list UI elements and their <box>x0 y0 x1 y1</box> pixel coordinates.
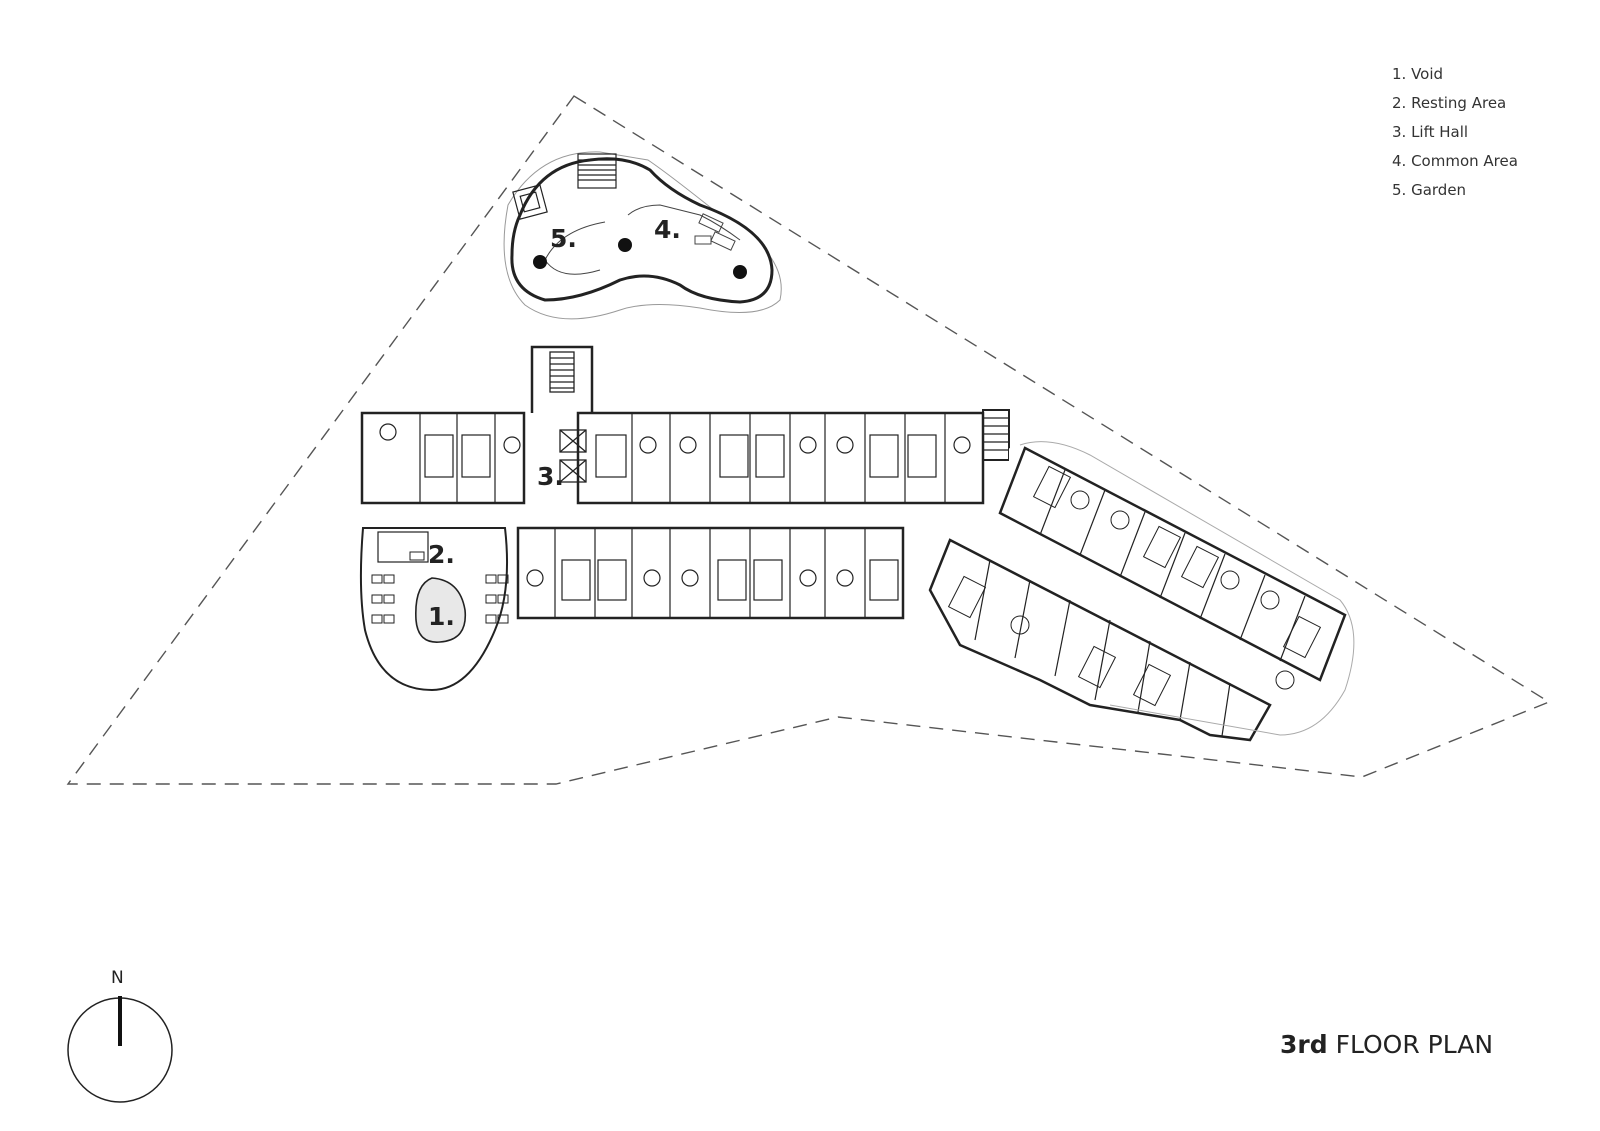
plan-title-text: FLOOR PLAN <box>1327 1030 1494 1059</box>
lift-cars <box>559 429 587 483</box>
pavilion-columns <box>533 238 747 279</box>
main-stair <box>530 345 594 413</box>
legend-item: 1. Void <box>1392 65 1444 83</box>
plan-title: 3rd FLOOR PLAN <box>1280 1030 1493 1059</box>
south-room-row <box>516 526 905 620</box>
north-room-row <box>360 411 985 505</box>
legend-item: 5. Garden <box>1392 181 1467 199</box>
east-terrace-outline <box>1019 441 1355 736</box>
pavilion-outer-outline <box>503 151 782 320</box>
void-opening <box>415 577 467 643</box>
legend-item: 2. Resting Area <box>1392 94 1507 112</box>
common-area-furniture <box>544 204 741 275</box>
pavilion-slab <box>510 157 774 304</box>
east-wing <box>928 446 1347 742</box>
site-boundary <box>66 95 1551 785</box>
east-stair <box>982 409 1010 461</box>
zone-label-garden: 5. <box>550 224 577 253</box>
zone-label-common: 4. <box>654 215 681 244</box>
zone-label-void: 1. <box>428 602 455 631</box>
pavilion-stair <box>577 153 617 189</box>
legend: 1. Void 2. Resting Area 3. Lift Hall 4. … <box>1392 60 1518 205</box>
north-arrow-icon <box>67 996 173 1103</box>
pavilion-lift <box>512 184 548 220</box>
north-label: N <box>111 968 124 988</box>
plan-title-floor: 3rd <box>1280 1030 1328 1059</box>
zone-label-lift: 3. <box>537 462 564 491</box>
legend-item: 4. Common Area <box>1392 152 1518 170</box>
zone-label-resting: 2. <box>428 540 455 569</box>
legend-item: 3. Lift Hall <box>1392 123 1469 141</box>
